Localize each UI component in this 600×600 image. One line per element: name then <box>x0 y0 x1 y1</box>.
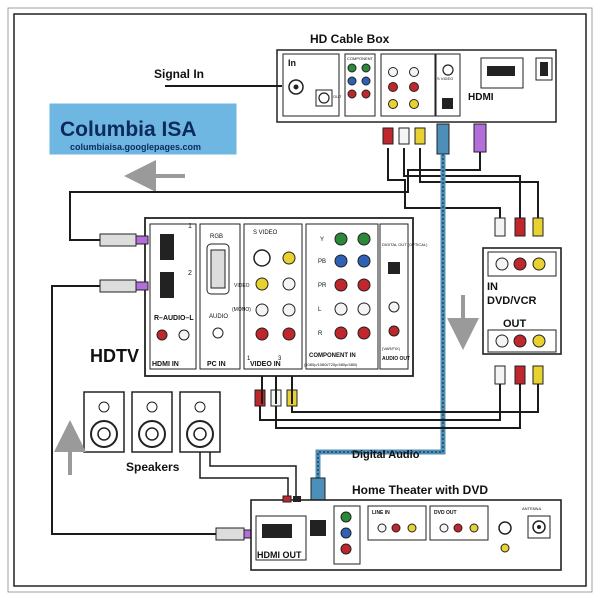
brand-name: Columbia ISA <box>60 118 197 141</box>
tv-svideo-port[interactable] <box>253 249 271 267</box>
cable-hdmi-label: HDMI <box>468 92 494 103</box>
rca-cable-yellow <box>419 148 539 222</box>
tv-hdmi-1-port[interactable] <box>160 234 174 260</box>
speaker-wire-1 <box>199 452 289 500</box>
cable-out-label: OUT <box>333 94 342 99</box>
tv-varfix-label: (VAR/FIX) <box>382 346 401 351</box>
tv-video-in-label: VIDEO IN <box>250 361 281 368</box>
tv-pc-in-label: PC IN <box>207 361 226 368</box>
tv-audio-l-label: L <box>318 307 322 313</box>
speaker-wire-2 <box>209 452 297 500</box>
tv-optical-port[interactable] <box>388 262 400 274</box>
tv-hdmi-plugs <box>99 233 149 293</box>
outer-frame <box>13 13 587 587</box>
cable-svideo-label: S VIDEO <box>437 76 453 81</box>
cable-box-title: HD Cable Box <box>310 32 390 46</box>
dvd-vcr-title: DVD/VCR <box>487 295 537 307</box>
cable-in-label: In <box>288 58 296 68</box>
tv-pc-audio-label: AUDIO <box>209 314 228 320</box>
outer-frame-shadow <box>7 7 593 593</box>
speakers <box>83 391 221 453</box>
tv-pr-label: PR <box>318 283 327 289</box>
dvd-to-tv-white <box>259 384 501 421</box>
ht-line-in-label: LINE IN <box>372 510 390 516</box>
hdmi-cable-to-home-theater <box>51 285 216 535</box>
hd-cable-box: HD Cable Box In OUT COMPONENT S VIDEO <box>276 32 557 123</box>
cable-box-plugs <box>382 123 487 155</box>
tv-hdmi-port-1-label: 1 <box>188 223 192 230</box>
rca-cable-red <box>403 148 521 222</box>
hdtv-panel: 1 2 R–AUDIO–L HDMI IN RGB AUDIO PC IN S … <box>144 217 428 377</box>
tv-hdmi-in-label: HDMI IN <box>152 361 179 368</box>
home-theater-title: Home Theater with DVD <box>352 483 488 497</box>
dvd-to-tv-yellow <box>291 384 539 413</box>
tv-hdmi-port-2-label: 2 <box>188 270 192 277</box>
digital-audio-label: Digital Audio <box>352 449 420 461</box>
tv-component-res-label: (1080p/1080i/720p/480p/480i) <box>304 362 358 367</box>
brand-url: columbiaisa.googlepages.com <box>70 142 201 152</box>
cable-component-label: COMPONENT <box>347 56 374 61</box>
tv-digital-out-label: DIGITAL OUT (OPTICAL) <box>382 242 428 247</box>
rca-cable-white <box>387 148 501 222</box>
dvd-vcr-in-label: IN <box>487 281 498 293</box>
tv-audio-r-label: R <box>318 331 323 337</box>
tv-video-port-3-label: 3 <box>278 356 282 362</box>
tv-rgb-label: RGB <box>210 234 223 240</box>
ht-dvd-out-label: DVD OUT <box>434 510 457 516</box>
hdmi-cable-to-tv <box>69 126 481 241</box>
tv-component-in-label: COMPONENT IN <box>309 353 356 359</box>
dvd-in-plugs <box>494 217 544 237</box>
speakers-label: Speakers <box>126 460 180 474</box>
tv-mono-label: (MONO) <box>232 307 251 313</box>
tv-svideo-label: S VIDEO <box>253 230 278 236</box>
ht-hdmi-plug <box>215 527 245 541</box>
tv-hdmi-2-port[interactable] <box>160 272 174 298</box>
ht-hdmi-port[interactable] <box>262 524 292 538</box>
dvd-to-tv-red <box>275 384 521 429</box>
signal-in-label: Signal In <box>154 67 204 81</box>
dvd-vcr-panel: IN DVD/VCR OUT <box>482 247 562 355</box>
ht-optical-port[interactable] <box>310 520 326 536</box>
tv-y-label: Y <box>320 237 324 243</box>
hdtv-title: HDTV <box>90 346 139 366</box>
tv-pb-label: PB <box>318 259 326 265</box>
tv-audio-lr-label: R–AUDIO–L <box>154 315 194 322</box>
brand-logo: Columbia ISA columbiaisa.googlepages.com <box>49 103 237 155</box>
tv-audio-out-label: AUDIO OUT <box>382 356 410 362</box>
ht-antenna-label: ANTENNA <box>522 506 541 511</box>
tv-video-port-1-label: 1 <box>247 356 251 362</box>
home-theater-panel: HDMI OUT LINE IN DVD OUT ANTENNA <box>250 495 562 571</box>
tv-video-label: VIDEO <box>234 283 250 289</box>
ht-hdmi-out-label: HDMI OUT <box>257 550 302 560</box>
coax-out-jack[interactable] <box>318 92 330 104</box>
dvd-vcr-out-label: OUT <box>503 318 527 330</box>
dvd-out-plugs <box>494 365 544 385</box>
